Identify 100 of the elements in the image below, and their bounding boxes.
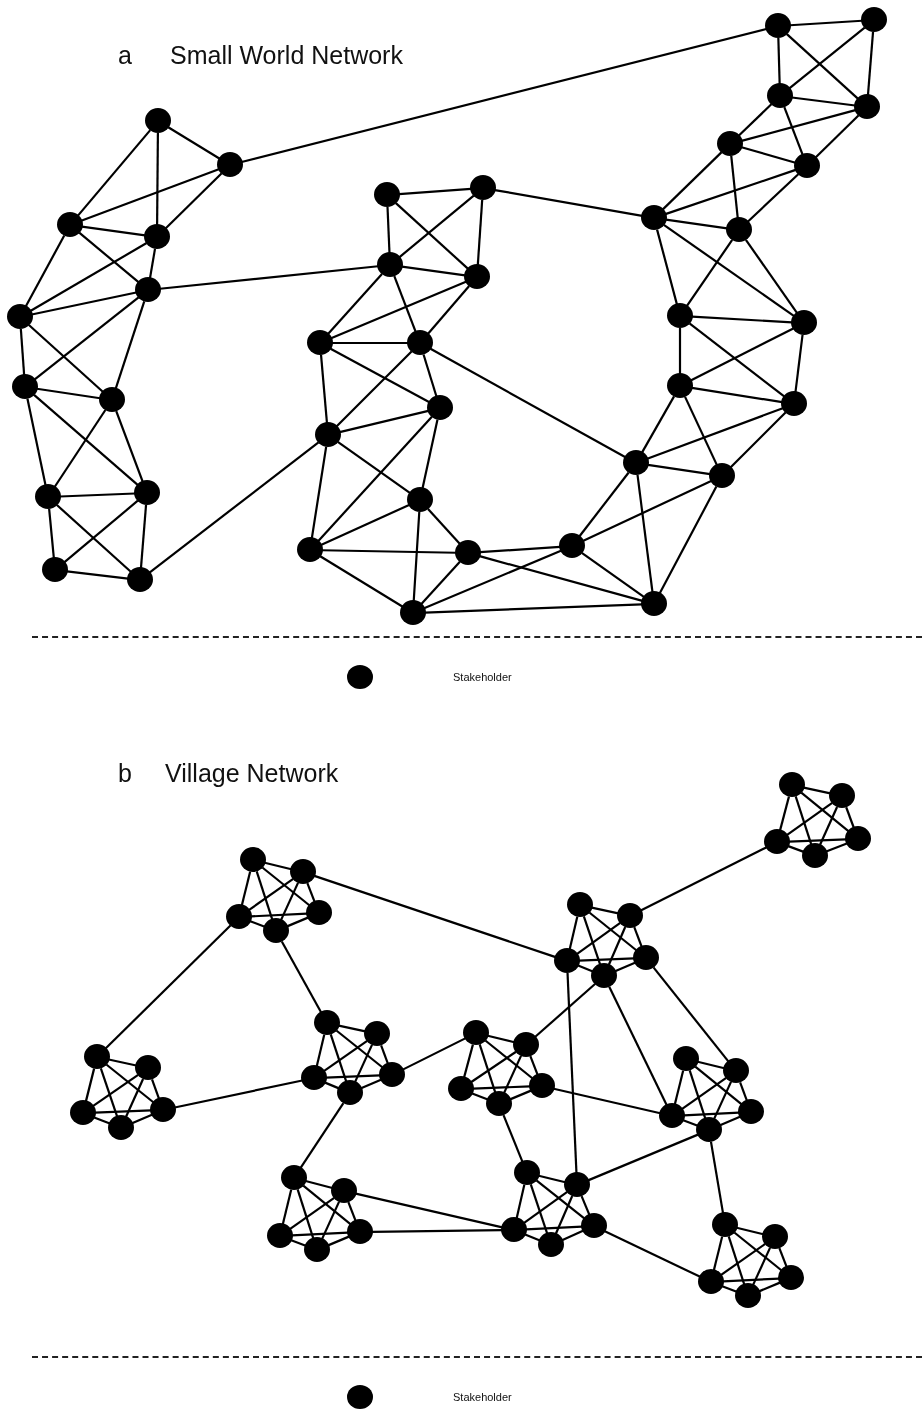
stakeholder-dot (427, 395, 453, 420)
connector-line (538, 1174, 566, 1184)
stakeholder-dot (641, 591, 667, 616)
connector-line (305, 1179, 333, 1190)
stakeholder-dot (514, 1160, 540, 1185)
stakeholder-dot (764, 829, 790, 854)
connector-line (478, 1044, 497, 1093)
stakeholder-dot (845, 826, 871, 851)
stakeholder-dot (802, 843, 828, 868)
connector-line (124, 1078, 145, 1118)
connector-line (646, 407, 784, 460)
connector-line (640, 846, 767, 912)
connector-line (825, 842, 848, 853)
connector-line (800, 791, 850, 833)
connector-line (289, 1197, 335, 1230)
connector-line (578, 471, 630, 538)
connector-line (281, 1189, 293, 1225)
stakeholder-dot (84, 1044, 110, 1069)
connector-line (503, 1055, 522, 1094)
connector-line (758, 1281, 781, 1293)
connector-line (280, 940, 323, 1014)
connector-line (338, 1024, 366, 1033)
connector-line (241, 27, 767, 164)
connector-line (36, 387, 101, 400)
connector-line (709, 1141, 725, 1214)
connector-line (81, 225, 146, 237)
connector-line (568, 916, 579, 950)
stakeholder-dot (377, 252, 403, 277)
stakeholder-dot (712, 1212, 738, 1237)
stakeholder-dot (667, 373, 693, 398)
stakeholder-dot (400, 600, 426, 625)
connector-line (779, 796, 790, 831)
stakeholder-dot (374, 182, 400, 207)
stakeholder-dot (379, 1062, 405, 1087)
connector-line (386, 206, 391, 254)
connector-line (319, 354, 329, 424)
connector-line (720, 1243, 766, 1276)
connector-line (31, 291, 137, 316)
connector-line (476, 199, 484, 266)
stakeholder-dot (281, 1165, 307, 1190)
connector-line (299, 1102, 345, 1169)
connector-line (420, 561, 461, 605)
connector-line (19, 328, 26, 376)
connector-line (484, 1039, 534, 1080)
connector-line (525, 1225, 583, 1231)
connector-line (59, 492, 136, 498)
connector-line (684, 396, 718, 466)
connector-line (566, 972, 578, 1174)
connector-line (33, 394, 139, 486)
stakeholder-dot (794, 153, 820, 178)
connector-line (502, 1114, 524, 1163)
stakeholder-dot (709, 463, 735, 488)
connector-line (647, 463, 711, 476)
stakeholder-dot (240, 847, 266, 872)
connector-line (335, 350, 413, 428)
connector-line (697, 1060, 725, 1070)
connector-line (652, 966, 730, 1063)
connector-line (739, 1081, 748, 1102)
stakeholder-dot (347, 1219, 373, 1244)
connector-line (614, 961, 636, 973)
stakeholder-dot (306, 900, 332, 925)
connector-line (401, 265, 466, 277)
connector-line (727, 1236, 746, 1285)
connector-line (554, 1195, 574, 1235)
connector-line (678, 328, 682, 374)
connector-line (472, 1085, 531, 1090)
connector-line (104, 924, 232, 1050)
stakeholder-dot (723, 1058, 749, 1083)
connector-line (580, 1195, 591, 1216)
connector-line (33, 296, 140, 381)
stakeholder-dot (301, 1065, 327, 1090)
connector-line (470, 1050, 517, 1084)
stakeholder-dot (829, 783, 855, 808)
connector-line (604, 1230, 701, 1278)
stakeholder-dot (364, 1021, 390, 1046)
connector-line (319, 555, 404, 608)
connector-line (588, 911, 638, 952)
stakeholder-dot (7, 304, 33, 329)
connector-line (794, 796, 813, 845)
stakeholder-dot (667, 303, 693, 328)
connector-line (108, 1058, 137, 1067)
connector-line (691, 386, 783, 404)
legend-label: Stakeholder (453, 1391, 512, 1403)
stakeholder-dot (35, 484, 61, 509)
connector-line (80, 168, 220, 222)
stakeholder-dot (696, 1117, 722, 1142)
connector-line (736, 1226, 764, 1236)
panel-title: Village Network (165, 758, 339, 788)
connector-line (261, 866, 311, 907)
panel-title: Small World Network (170, 40, 403, 70)
stakeholder-dot (501, 1217, 527, 1242)
connector-line (529, 1055, 539, 1076)
connector-line (317, 416, 433, 542)
stakeholder-dot (779, 772, 805, 797)
connector-line (487, 1034, 515, 1044)
connector-line (578, 957, 635, 962)
connector-line (683, 1111, 740, 1117)
stakeholder-dot (791, 310, 817, 335)
connector-line (778, 1247, 788, 1268)
connector-line (424, 603, 643, 614)
